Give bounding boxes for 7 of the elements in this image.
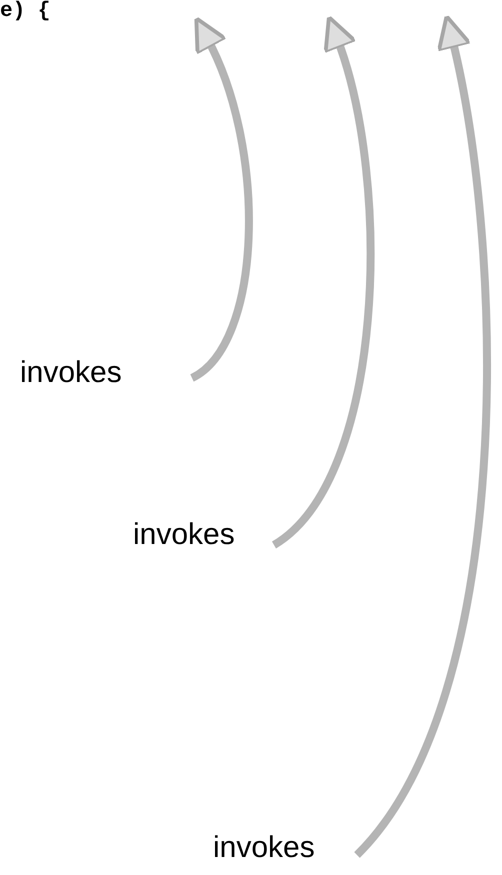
curved-arrow [190, 16, 253, 382]
node-label: invokes [133, 517, 235, 553]
curved-arrow [271, 14, 374, 548]
code-fragment: e) { [0, 0, 50, 23]
node-label: invokes [213, 830, 315, 866]
curved-arrow [354, 14, 491, 858]
node-label: invokes [20, 355, 122, 391]
